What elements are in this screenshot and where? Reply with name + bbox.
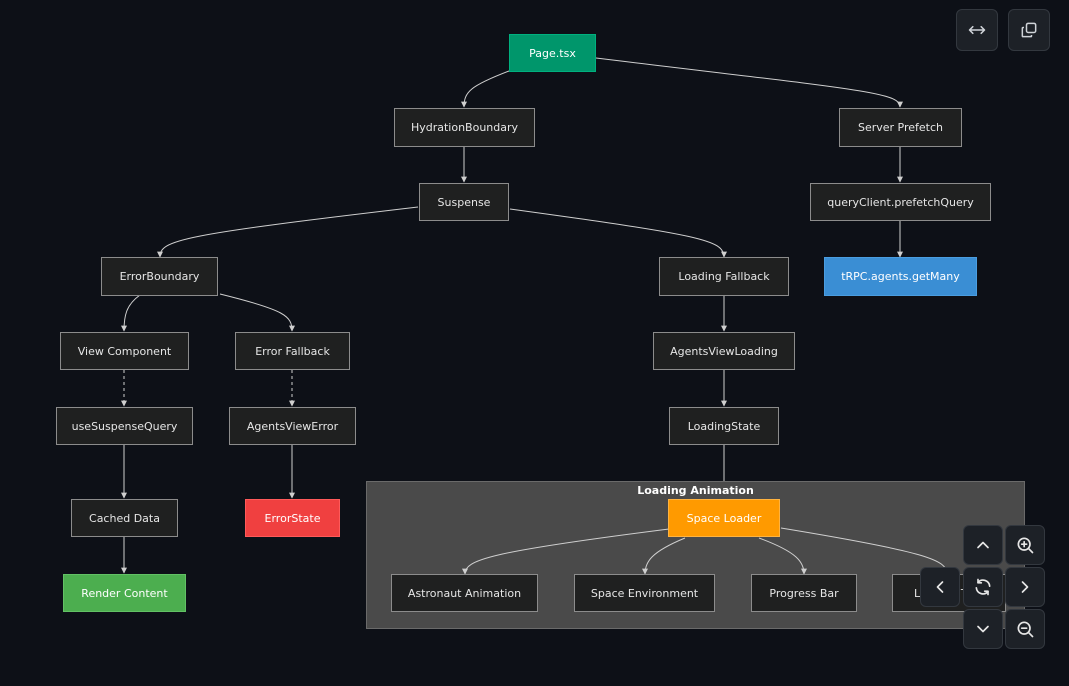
arrows-horizontal-icon (968, 25, 986, 35)
copy-icon (1021, 22, 1037, 38)
chevron-right-icon (1021, 581, 1029, 593)
copy-button[interactable] (1008, 9, 1050, 51)
node-use-suspense-query[interactable]: useSuspenseQuery (56, 407, 193, 445)
edge-page-prefetch (595, 57, 903, 108)
node-space-environment[interactable]: Space Environment (574, 574, 715, 612)
node-error-boundary[interactable]: ErrorBoundary (101, 257, 218, 296)
chevron-up-icon (977, 541, 989, 549)
refresh-icon (975, 578, 991, 596)
edge-errorboundary-errorfallback (219, 293, 295, 332)
node-view-component[interactable]: View Component (60, 332, 189, 370)
node-error-state[interactable]: ErrorState (245, 499, 340, 537)
node-agents-view-error[interactable]: AgentsViewError (229, 407, 356, 445)
edge-suspense-errorboundary (157, 206, 419, 258)
node-prefetch-query[interactable]: queryClient.prefetchQuery (810, 183, 991, 221)
node-astronaut-animation[interactable]: Astronaut Animation (391, 574, 538, 612)
node-render-content[interactable]: Render Content (63, 574, 186, 612)
node-loading-fallback[interactable]: Loading Fallback (659, 257, 789, 296)
zoom-out-button[interactable] (1005, 609, 1045, 649)
node-progress-bar[interactable]: Progress Bar (751, 574, 857, 612)
chevron-down-icon (977, 625, 989, 633)
node-server-prefetch[interactable]: Server Prefetch (839, 108, 962, 147)
cluster-title: Loading Animation (637, 484, 754, 497)
node-agents-view-loading[interactable]: AgentsViewLoading (653, 332, 795, 370)
zoom-in-button[interactable] (1005, 525, 1045, 565)
fit-width-button[interactable] (956, 9, 998, 51)
node-space-loader[interactable]: Space Loader (668, 499, 780, 537)
node-suspense[interactable]: Suspense (419, 183, 509, 221)
node-hydration-boundary[interactable]: HydrationBoundary (394, 108, 535, 147)
edge-suspense-loadingfallback (509, 208, 727, 258)
edge-spaceloader-progressbar (758, 537, 807, 575)
edge-errorboundary-view (121, 294, 141, 332)
zoom-out-icon (1017, 621, 1034, 638)
pan-down-button[interactable] (963, 609, 1003, 649)
pan-left-button[interactable] (920, 567, 960, 607)
reset-view-button[interactable] (963, 567, 1003, 607)
node-loading-state[interactable]: LoadingState (669, 407, 779, 445)
node-error-fallback[interactable]: Error Fallback (235, 332, 350, 370)
node-trpc-agents-getmany[interactable]: tRPC.agents.getMany (824, 257, 977, 296)
pan-right-button[interactable] (1005, 567, 1045, 607)
pan-up-button[interactable] (963, 525, 1003, 565)
node-page-tsx[interactable]: Page.tsx (509, 34, 596, 72)
edge-spaceloader-spaceenv (642, 537, 686, 575)
zoom-in-icon (1017, 537, 1034, 554)
node-cached-data[interactable]: Cached Data (71, 499, 178, 537)
chevron-left-icon (936, 581, 944, 593)
edge-spaceloader-astronaut (462, 528, 670, 575)
edge-page-hydration (461, 70, 510, 108)
